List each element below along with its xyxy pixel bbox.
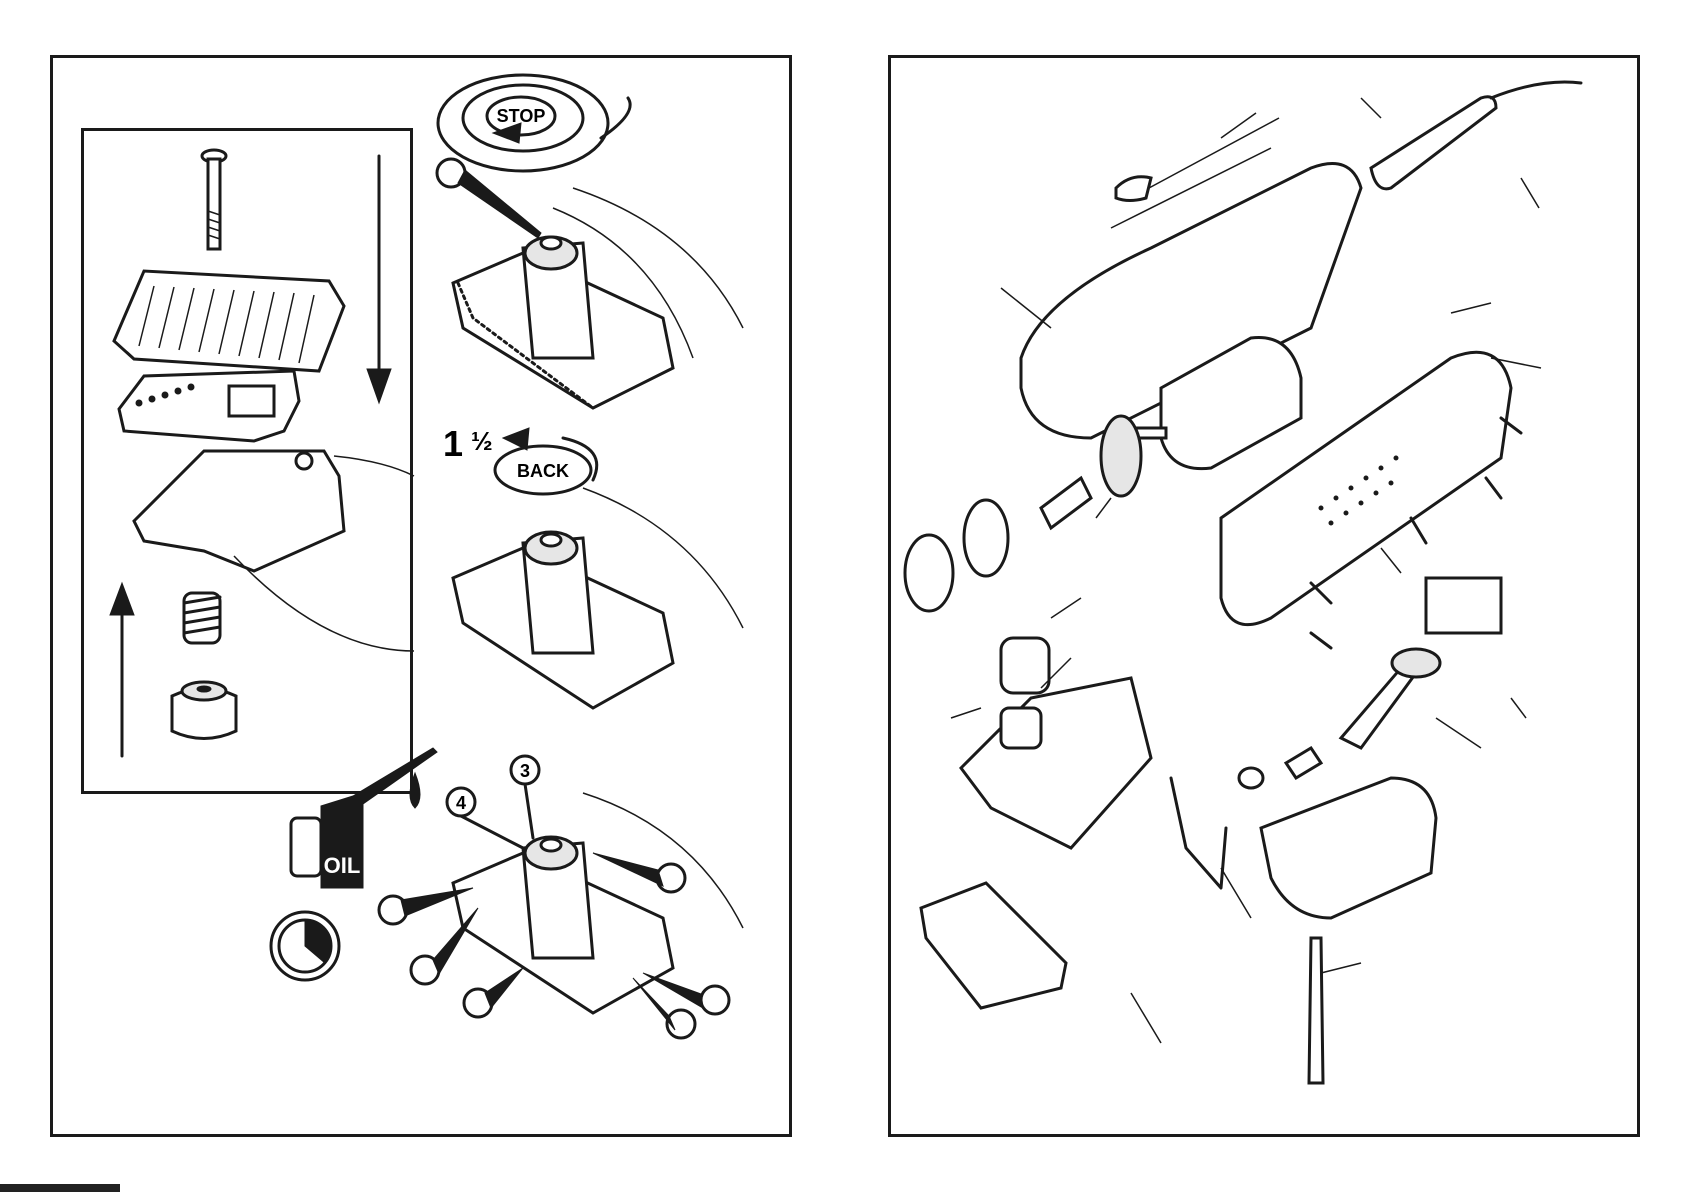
oil-label: OIL — [324, 853, 361, 878]
turns-whole: 1 — [443, 423, 463, 464]
turns-fraction: ½ — [471, 426, 493, 456]
drive-shaft-part — [1041, 478, 1091, 528]
clipper-head-step-3 — [379, 793, 743, 1038]
clock-icon — [271, 912, 339, 980]
sticker-part — [1426, 578, 1501, 633]
gear-part — [1101, 416, 1141, 496]
step-markers: 3 4 — [447, 756, 539, 848]
head-casting-part — [961, 678, 1151, 848]
exploded-parts-panel — [888, 55, 1640, 1137]
tension-bolt-part — [1309, 938, 1323, 1083]
eccentric-part — [1286, 748, 1321, 778]
footer-bar — [0, 1184, 120, 1192]
stop-rotate-icon: STOP — [438, 75, 630, 171]
clipper-head-step-2 — [453, 488, 743, 708]
left-instruction-panel: STOP 1 ½ BACK — [50, 55, 792, 1137]
cutter-part — [921, 883, 1066, 1008]
oil-drop-icon — [410, 773, 420, 808]
switch-cover-part — [1116, 177, 1151, 201]
bush-part — [1239, 768, 1263, 788]
crank-shaft-part — [1341, 668, 1416, 748]
comb-part — [1261, 778, 1436, 918]
left-step-drawings: STOP 1 ½ BACK — [53, 58, 795, 1140]
step-4-label: 4 — [456, 793, 466, 813]
back-label: BACK — [517, 461, 569, 481]
tension-spring-part — [1001, 708, 1041, 748]
seal-ring-part — [905, 535, 953, 611]
back-rotate-icon: 1 ½ BACK — [443, 423, 597, 494]
bearing-part — [964, 500, 1008, 576]
cord-grip-part — [1371, 97, 1496, 189]
lever-wire-part — [1171, 778, 1226, 888]
oil-cap-part — [1001, 638, 1049, 693]
step-3-label: 3 — [520, 761, 530, 781]
clipper-head-step-1 — [437, 159, 743, 408]
crank-gear-part — [1392, 649, 1440, 677]
stop-label: STOP — [497, 106, 546, 126]
exploded-parts-drawing — [891, 58, 1643, 1140]
oil-can-icon: OIL — [291, 748, 437, 888]
